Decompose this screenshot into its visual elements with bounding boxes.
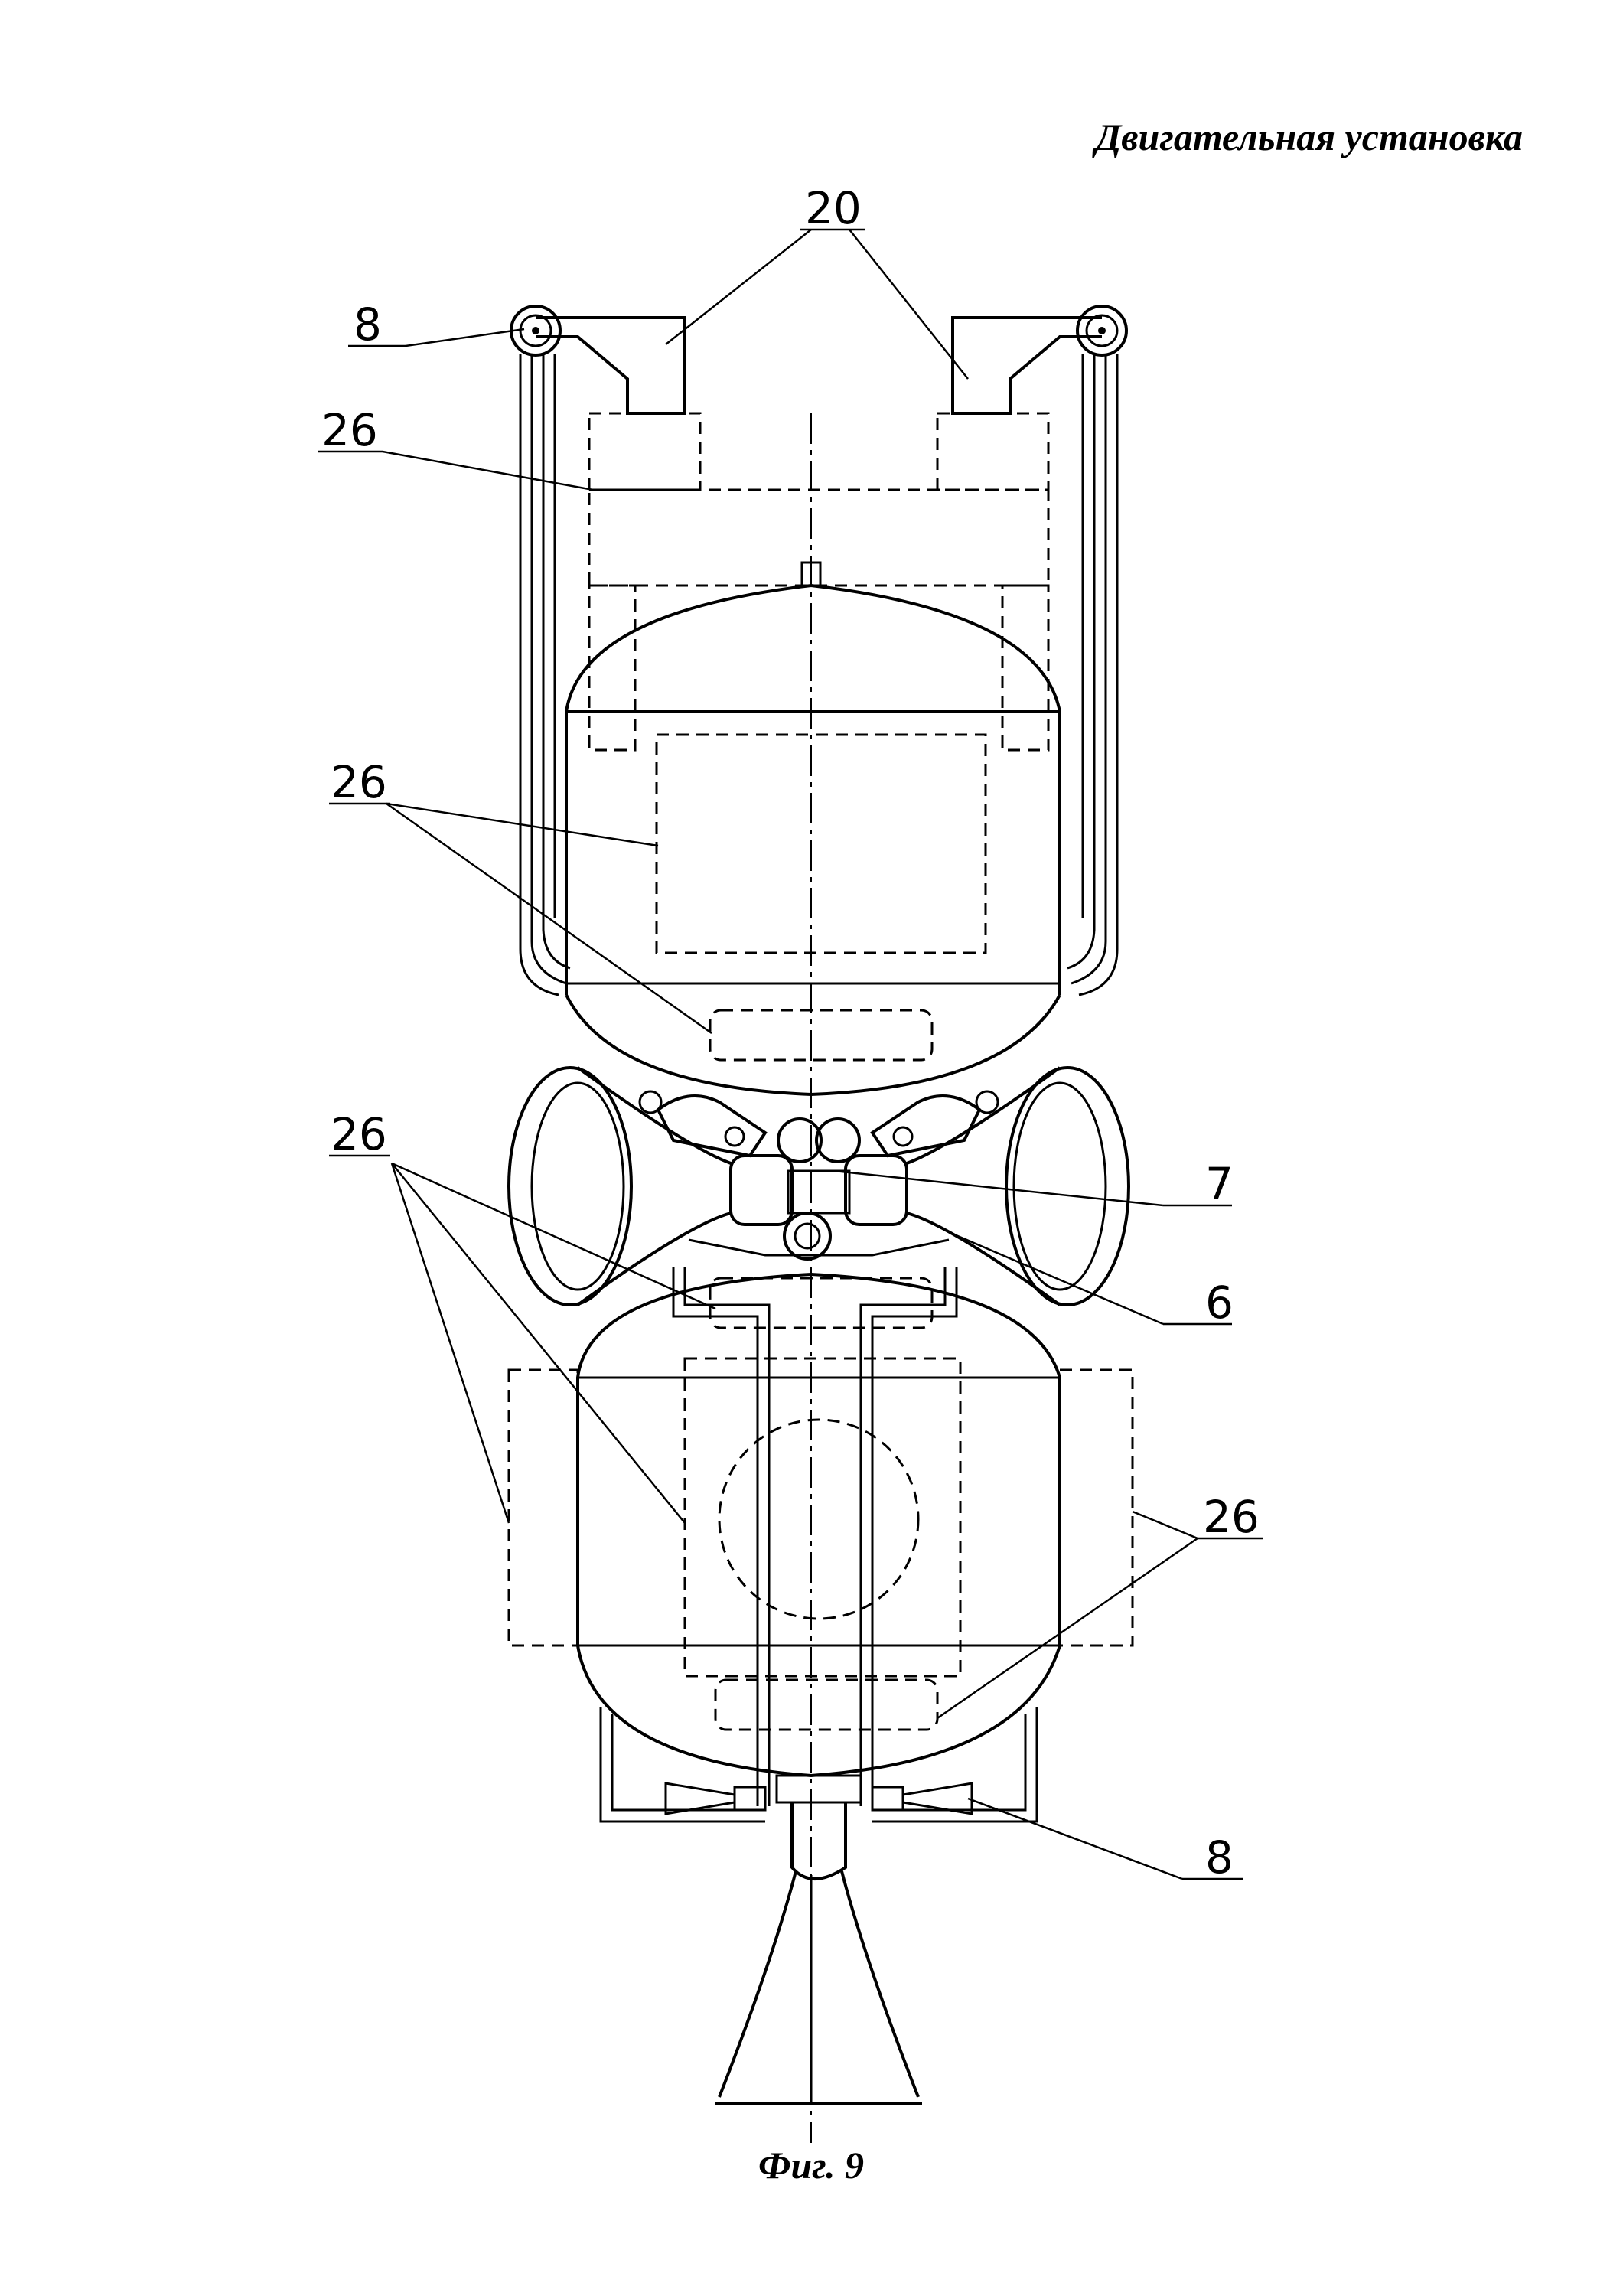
engine-cluster [638, 1090, 999, 1261]
lower-tank [576, 1272, 1061, 1778]
label-8-bottom: 8 [1205, 1831, 1234, 1883]
lower-frame [599, 1707, 1038, 1823]
label-20: 20 [805, 182, 862, 234]
upper-instrument-blocks [588, 412, 1050, 1062]
upper-tank [565, 561, 1061, 1097]
component-20-right [951, 316, 1102, 415]
label-26-upper: 26 [321, 404, 378, 456]
label-8-top: 8 [354, 298, 382, 351]
leader-lines [318, 228, 1263, 1880]
label-7: 7 [1205, 1158, 1234, 1210]
figure-caption: Фиг. 9 [758, 2144, 865, 2187]
label-26-middle: 26 [331, 756, 387, 808]
sphere-8-right [1076, 305, 1128, 357]
label-26-lower-left: 26 [331, 1108, 387, 1160]
lower-instrument-blocks [507, 1277, 1134, 1731]
left-pipelines [519, 354, 571, 996]
component-20-left [536, 316, 686, 415]
side-nozzle-right [906, 1066, 1130, 1306]
sphere-8-left [510, 305, 562, 357]
right-pipelines [1067, 354, 1119, 996]
label-26-lower-right: 26 [1203, 1491, 1260, 1543]
small-thrusters-bottom [664, 1782, 973, 1815]
header-title: Двигательная установка [1095, 116, 1523, 158]
label-6: 6 [1205, 1277, 1234, 1329]
feed-lines [672, 1267, 958, 1806]
main-nozzle [715, 1774, 922, 2105]
side-nozzle-left [507, 1066, 732, 1306]
